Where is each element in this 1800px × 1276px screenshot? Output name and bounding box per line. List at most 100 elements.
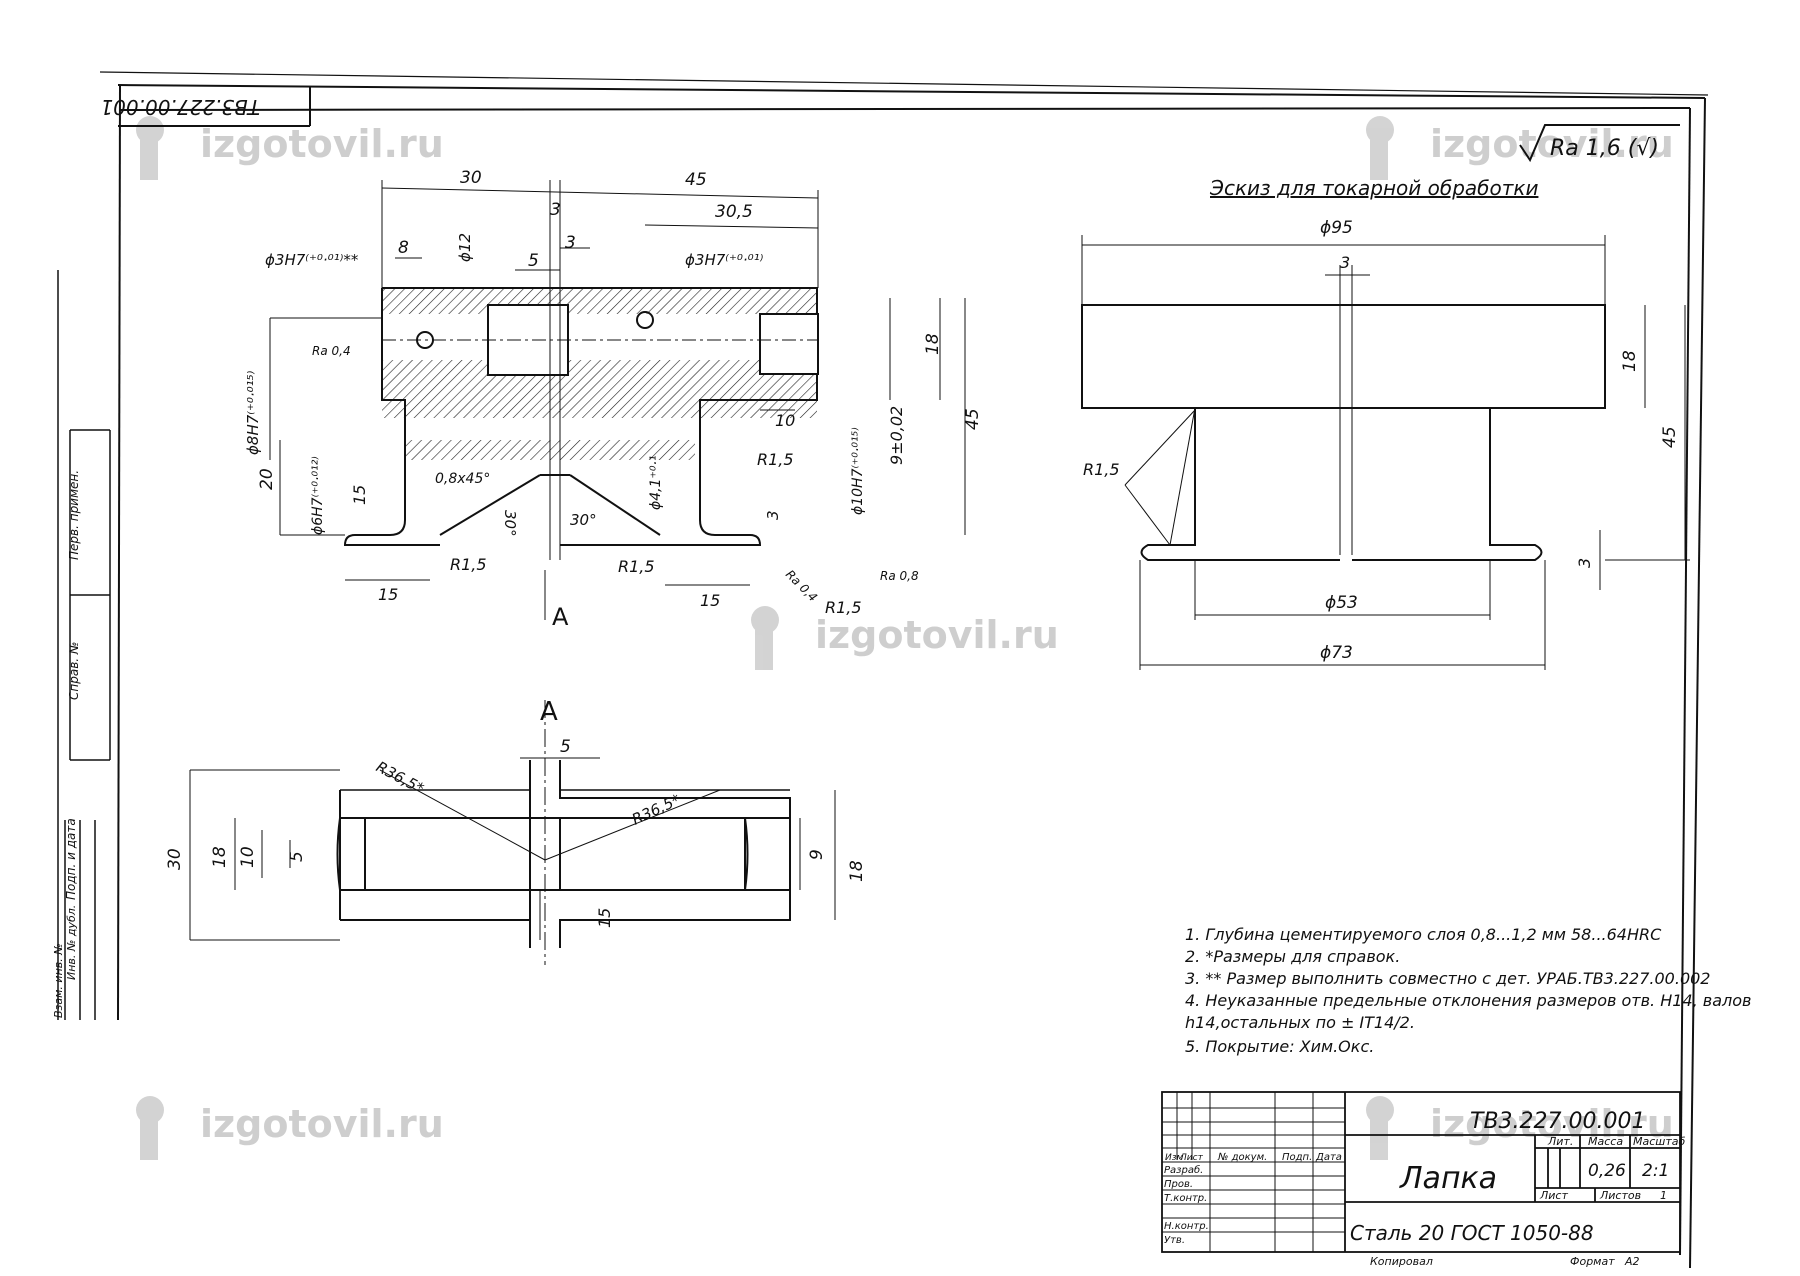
tb-header: Лист (1179, 1153, 1204, 1163)
material: Сталь 20 ГОСТ 1050-88 (1350, 1221, 1594, 1245)
tb-header: № докум. (1217, 1152, 1267, 1163)
general-roughness: Ra 1,6 (√) (1519, 124, 1680, 163)
dim-label: ϕ8H7⁽⁺⁰·⁰¹⁵⁾ (244, 370, 262, 455)
dim-label: 5 (528, 251, 539, 271)
watermark-text: izgotovil.ru (815, 613, 1059, 657)
tb-header: Изм (1165, 1153, 1184, 1163)
watermark-text: izgotovil.ru (1430, 122, 1674, 166)
dim-label: 18 (923, 333, 943, 355)
dim-label: 9±0,02 (887, 406, 906, 465)
dim-label: R1,5 (450, 555, 487, 574)
view-a-title: A (540, 697, 558, 727)
stamp-label: Инв. № дубл. (65, 905, 78, 980)
dim-label: 3 (1340, 253, 1350, 272)
dim-label: R36,5* (373, 758, 427, 798)
watermark-logo-icon (136, 116, 1394, 1160)
dim-label: 30° (501, 510, 519, 537)
roughness-label: Ra 0,4 (312, 344, 351, 358)
stamp-label: Взам. инв. № (52, 943, 65, 1018)
scale-value: 2:1 (1642, 1161, 1669, 1181)
dim-label: 18 (847, 860, 867, 882)
stamp-label: Перв. примен. (67, 470, 81, 560)
tb-row: Н.контр. (1164, 1221, 1209, 1232)
note-line: 2. *Размеры для справок. (1185, 947, 1400, 966)
tb-header: Масса (1588, 1135, 1623, 1148)
dim-label: 10 (238, 846, 258, 868)
tb-header: Дата (1315, 1152, 1342, 1163)
part-name: Лапка (1399, 1161, 1497, 1196)
tb-row: Разраб. (1164, 1164, 1203, 1176)
dim-label: 15 (378, 585, 398, 604)
dim-label: 3 (1575, 558, 1594, 568)
tb-row: Т.контр. (1164, 1193, 1207, 1204)
mass-value: 0,26 (1588, 1161, 1626, 1181)
dim-label: R1,5 (825, 598, 862, 617)
note-line: 1. Глубина цементируемого слоя 0,8...1,2… (1185, 925, 1662, 944)
dim-label: 10 (775, 411, 795, 430)
dim-label: R1,5 (757, 450, 794, 469)
dim-label: 45 (1660, 426, 1680, 448)
dim-label: ϕ4,1⁺⁰·¹ (648, 455, 664, 510)
dim-label: 0,8x45° (435, 471, 490, 487)
dim-label: ϕ53 (1325, 593, 1358, 613)
dim-label: 45 (685, 170, 707, 190)
note-line: 4. Неуказанные предельные отклонения раз… (1185, 991, 1751, 1010)
roughness-label: Ra 0,8 (880, 569, 919, 583)
dim-label: 18 (210, 846, 230, 868)
stamp-label: Справ. № (67, 642, 81, 700)
dim-label: 30° (570, 511, 597, 529)
tb-header: Масштаб (1633, 1135, 1685, 1148)
sheets-value: 1 (1660, 1189, 1667, 1202)
sketch-title: Эскиз для токарной обработки (1209, 176, 1538, 200)
dim-label: ϕ3H7⁽⁺⁰·⁰¹⁾ (685, 251, 764, 269)
dim-label: 3 (764, 510, 782, 520)
dim-label: ϕ73 (1320, 643, 1353, 663)
hatch-area (382, 288, 817, 314)
dim-label: 5 (287, 851, 307, 862)
tb-header: Листов (1599, 1189, 1641, 1202)
stamp-label: Подп. и дата (64, 818, 78, 900)
dim-label: 30 (165, 848, 185, 870)
copied-label: Копировал (1370, 1255, 1433, 1268)
note-line: h14,остальных по ± IT14/2. (1185, 1013, 1415, 1032)
format-label: Формат (1570, 1255, 1615, 1268)
side-stamp (57, 270, 111, 1020)
dim-label: ϕ3H7⁽⁺⁰·⁰¹⁾** (265, 251, 359, 269)
watermark-text: izgotovil.ru (200, 1102, 444, 1146)
dim-label: 8 (398, 238, 409, 258)
title-block: ТВ3.227.00.001 Изм Лист № докум. Подп. Д… (1161, 1091, 1685, 1268)
turning-sketch: Эскиз для токарной обработки (1081, 176, 1690, 670)
dim-label: ϕ95 (1320, 218, 1353, 238)
main-section-view: 30 45 3 30,5 8 ϕ12 5 3 ϕ3H7⁽⁺⁰·⁰¹⁾** ϕ3H… (244, 168, 983, 631)
watermark-text: izgotovil.ru (1430, 1102, 1674, 1146)
drawing-number-rotated: ТВ3.227.00.001 (100, 95, 260, 119)
note-line: 3. ** Размер выполнить совместно с дет. … (1185, 969, 1710, 988)
sheet-frame (99, 71, 1709, 1269)
dim-label: R36,5* (629, 790, 684, 828)
view-a: A 5 R36,5* (165, 697, 867, 965)
dim-label: 30 (460, 168, 482, 188)
watermarks: izgotovil.ru izgotovil.ru izgotovil.ru i… (136, 116, 1674, 1160)
dim-label: 45 (963, 408, 983, 430)
tb-header: Лист (1539, 1189, 1568, 1202)
watermark-text: izgotovil.ru (200, 122, 444, 166)
format-value: А2 (1624, 1255, 1640, 1268)
dim-label: 15 (350, 485, 369, 505)
dim-label: R1,5 (1083, 460, 1120, 479)
roughness-label: Ra 1,6 (√) (1550, 136, 1659, 161)
dim-label: 5 (560, 737, 571, 757)
dim-label: R1,5 (618, 557, 655, 576)
dim-label: 15 (700, 591, 720, 610)
dim-label: 20 (257, 468, 277, 490)
dim-label: 9 (807, 849, 827, 860)
technical-notes: 1. Глубина цементируемого слоя 0,8...1,2… (1185, 925, 1751, 1056)
tb-header: Подп. (1282, 1152, 1312, 1163)
dim-label: ϕ6H7⁽⁺⁰·⁰¹²⁾ (310, 456, 326, 535)
tb-row: Утв. (1164, 1235, 1185, 1246)
tb-row: Пров. (1164, 1179, 1193, 1190)
dim-label: 15 (595, 908, 614, 928)
dim-label: 30,5 (715, 202, 753, 222)
dim-label: ϕ10H7⁽⁺⁰·⁰¹⁵⁾ (850, 427, 866, 515)
note-line: 5. Покрытие: Хим.Окс. (1185, 1037, 1374, 1056)
